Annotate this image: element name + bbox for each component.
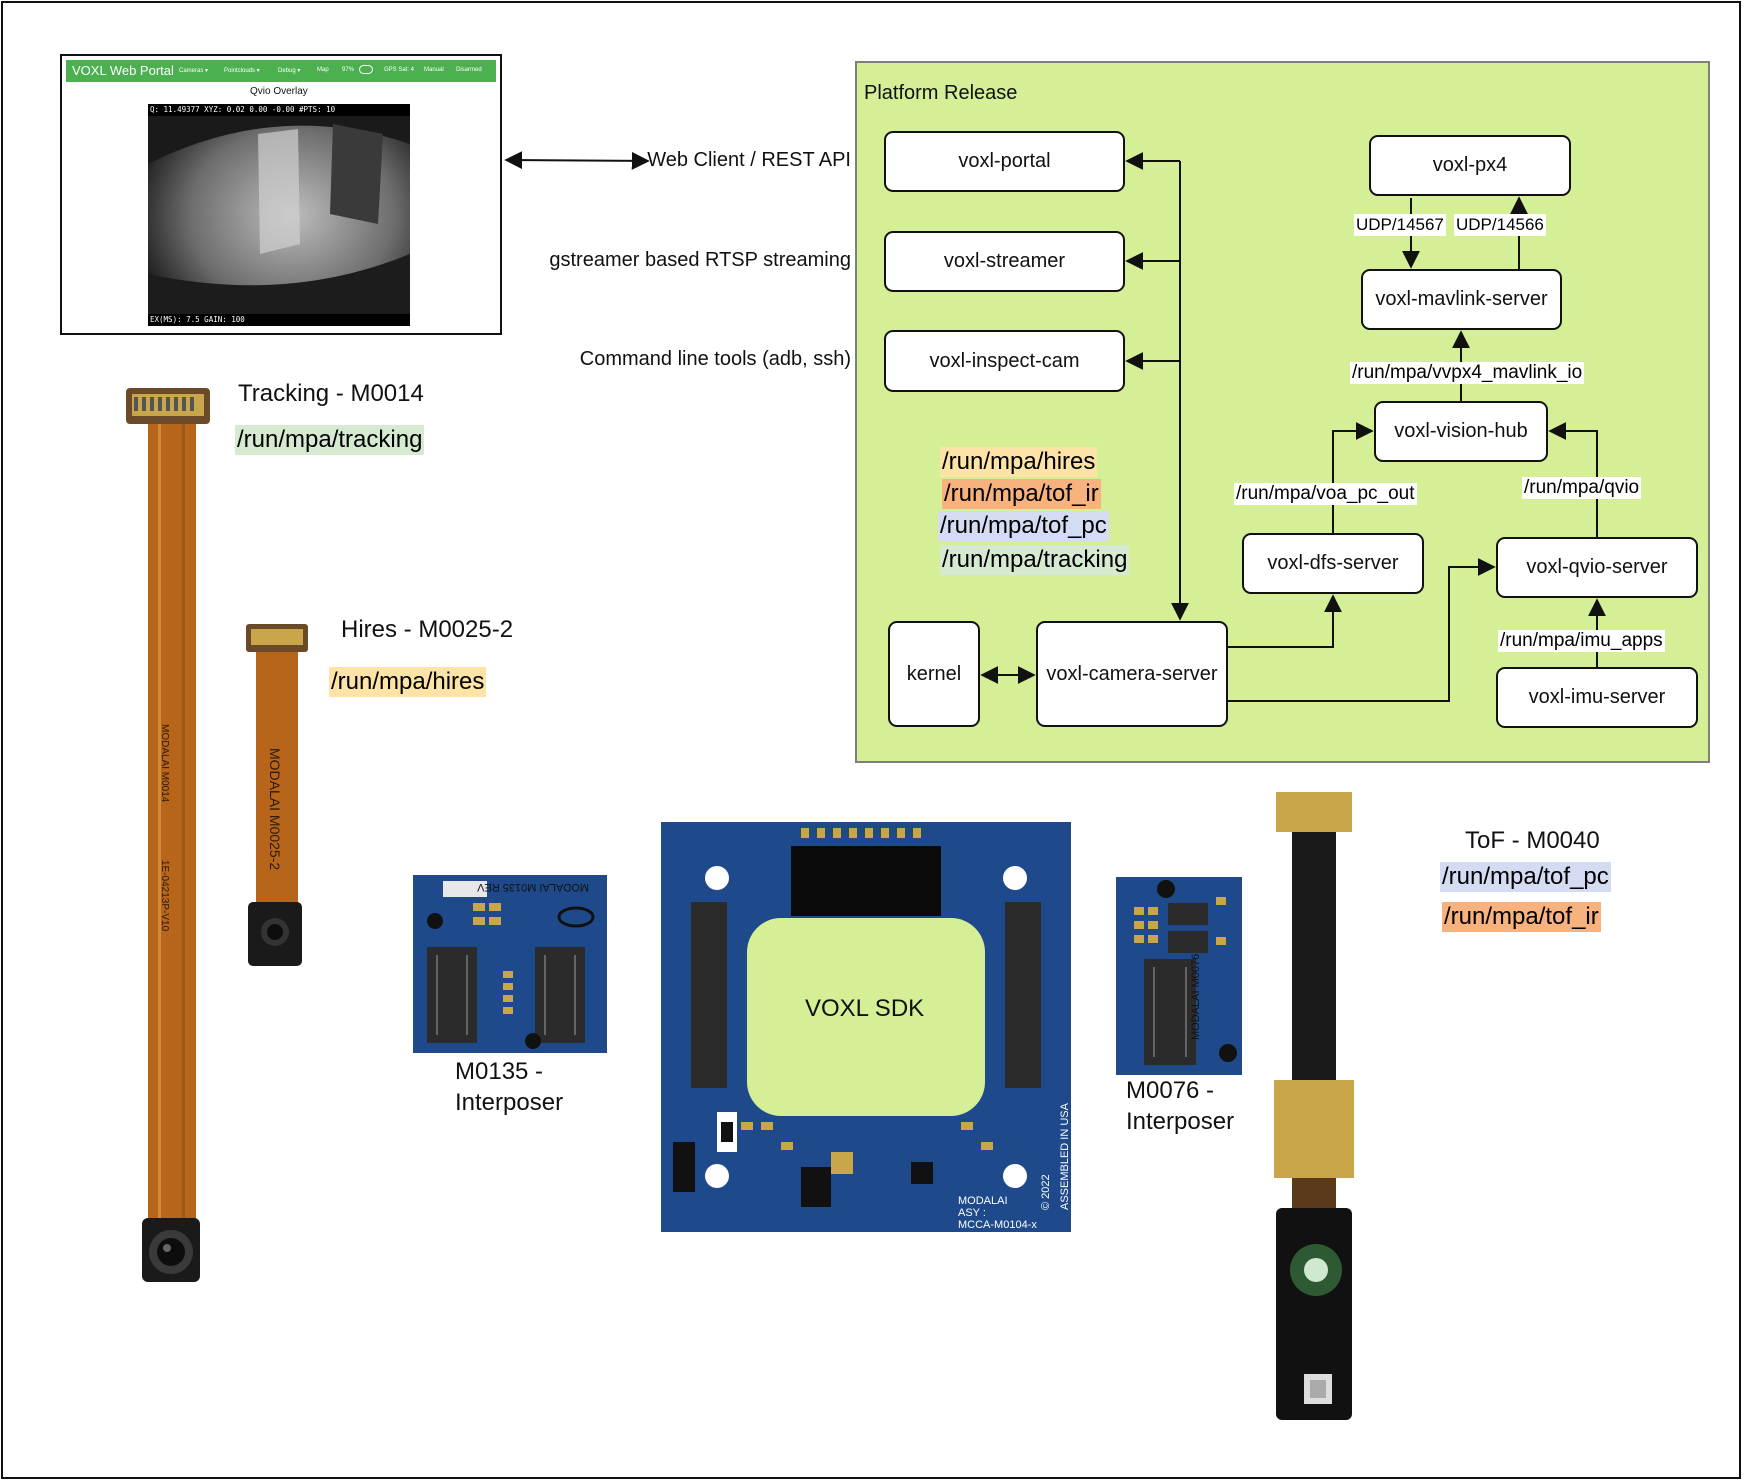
edge-label-voa: /run/mpa/voa_pc_out (1234, 483, 1417, 505)
overlay-top-text: Q: 11.49377 XYZ: 0.02 0.00 -0.00 #PTS: 1… (150, 105, 336, 114)
tof-sensor-icon (1274, 792, 1354, 1420)
tracking-flex-text: MODALAI M0014 (159, 724, 170, 803)
node-voxl-camera-server: voxl-camera-server (1036, 621, 1228, 727)
sdk-year-text: © 2022 (1040, 1174, 1052, 1210)
portal-menu-item: Disarmed (456, 67, 482, 73)
tracking-flex-text-2: 1E-04213P-V10 (159, 860, 170, 932)
platform-title: Platform Release (864, 82, 1018, 104)
camera-feed: Q: 11.49377 XYZ: 0.02 0.00 -0.00 #PTS: 1… (148, 104, 410, 326)
portal-title: VOXL Web Portal (72, 63, 174, 78)
node-voxl-dfs-server: voxl-dfs-server (1242, 533, 1424, 594)
label-cli: Command line tools (adb, ssh) (579, 348, 851, 370)
node-voxl-qvio-server: voxl-qvio-server (1496, 537, 1698, 598)
tracking-title: Tracking - M0014 (238, 380, 424, 407)
m0135-title-line1: M0135 - (455, 1058, 544, 1085)
edge-label-mavlink-io: /run/mpa/vvpx4_mavlink_io (1350, 362, 1585, 384)
edge-label-qvio: /run/mpa/qvio (1522, 477, 1642, 499)
label-web-client: Web Client / REST API (647, 149, 851, 171)
portal-navbar: VOXL Web Portal Cameras ▾ Pointclouds ▾ … (66, 60, 496, 82)
m0076-title-line1: M0076 - (1126, 1077, 1215, 1104)
node-voxl-mavlink-server: voxl-mavlink-server (1361, 269, 1562, 330)
tof-pipe-ir: /run/mpa/tof_ir (1442, 902, 1601, 932)
toggle-icon (359, 65, 373, 74)
label-rtsp: gstreamer based RTSP streaming (549, 249, 851, 271)
sdk-side-text: ASSEMBLED IN USA (1059, 1103, 1071, 1210)
tof-flex-text: N2002 D2.0 (1236, 1189, 1290, 1200)
legend-pipe-hires: /run/mpa/hires (940, 447, 1098, 477)
sdk-board-text-3: MCCA-M0104-x (958, 1219, 1037, 1231)
edge-label-udp-14566: UDP/14566 (1454, 214, 1546, 236)
sdk-board-text-1: MODALAI (958, 1195, 1008, 1207)
node-voxl-imu-server: voxl-imu-server (1496, 667, 1698, 728)
m0135-board-icon (413, 875, 607, 1053)
portal-menu-item: Pointclouds ▾ (224, 68, 260, 74)
m0076-title-line2: Interposer (1126, 1108, 1235, 1135)
portal-subtitle: Qvio Overlay (250, 86, 308, 97)
node-kernel: kernel (888, 621, 980, 727)
sdk-board-text-2: ASY : (958, 1207, 986, 1219)
m0076-board-icon (1116, 877, 1242, 1075)
portal-menu-item: Cameras ▾ (179, 68, 209, 74)
hires-pipe: /run/mpa/hires (329, 667, 487, 697)
node-voxl-streamer: voxl-streamer (884, 231, 1125, 292)
hires-flex-text: MODALAI M0025-2 (267, 748, 283, 871)
node-voxl-portal: voxl-portal (884, 131, 1125, 192)
portal-menu-item: Map (317, 67, 329, 73)
node-voxl-vision-hub: voxl-vision-hub (1374, 401, 1548, 462)
hires-camera-icon (246, 624, 308, 966)
portal-menu-item: GPS Sat: 4 (384, 67, 415, 73)
camera-image-icon (148, 104, 410, 326)
hires-title: Hires - M0025-2 (341, 616, 514, 643)
legend-pipe-tof-ir: /run/mpa/tof_ir (942, 479, 1101, 509)
tof-pipe-pc: /run/mpa/tof_pc (1440, 862, 1611, 892)
legend-pipe-tracking: /run/mpa/tracking (940, 545, 1130, 575)
edge-label-udp-14567: UDP/14567 (1354, 214, 1446, 236)
node-voxl-px4: voxl-px4 (1369, 135, 1571, 196)
portal-menu-item: Debug ▾ (278, 68, 301, 74)
edge-label-imu: /run/mpa/imu_apps (1498, 630, 1665, 652)
voxl-board-icon (661, 822, 1071, 1232)
tof-title: ToF - M0040 (1465, 827, 1600, 854)
m0076-board-text: MODALAI M0076 (1190, 953, 1202, 1040)
portal-menu-item: Manual (424, 67, 444, 73)
portal-menu-item: 97% (342, 67, 355, 73)
voxl-sdk-label: VOXL SDK (805, 995, 925, 1022)
m0135-board-text: MODALAI M0135 REV (477, 881, 589, 893)
legend-pipe-tof-pc: /run/mpa/tof_pc (938, 511, 1109, 541)
overlay-bottom-text: EX(MS): 7.5 GAIN: 100 (150, 315, 245, 324)
tracking-camera-icon (126, 388, 210, 1282)
m0135-title-line2: Interposer (455, 1089, 564, 1116)
node-voxl-inspect-cam: voxl-inspect-cam (884, 330, 1125, 392)
tracking-pipe: /run/mpa/tracking (235, 425, 425, 455)
web-portal-screenshot: VOXL Web Portal Cameras ▾ Pointclouds ▾ … (60, 54, 502, 335)
